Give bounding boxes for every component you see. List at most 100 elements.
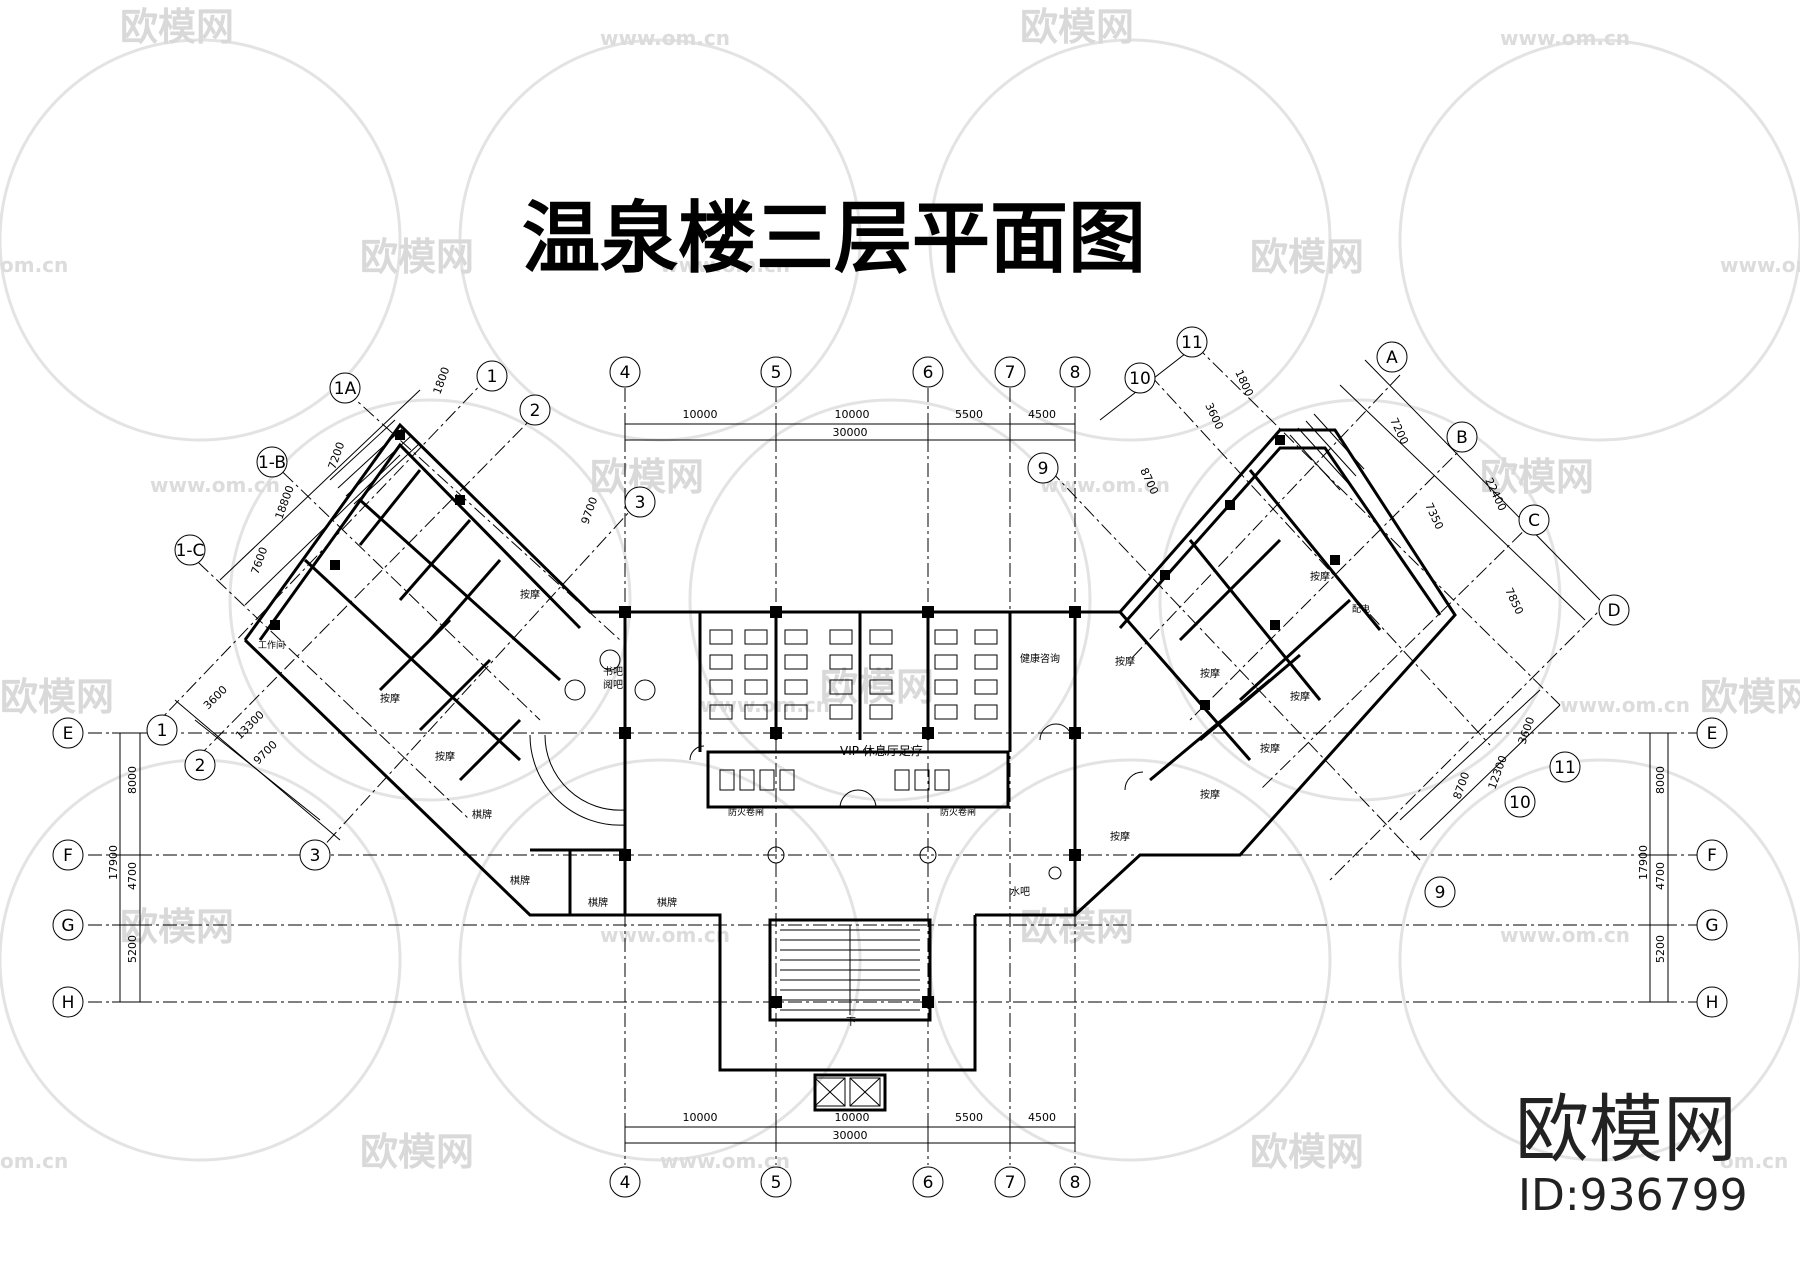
watermark-url: om.cn xyxy=(0,253,68,277)
room-label-chess: 棋牌 xyxy=(588,896,608,909)
watermark-brand: 欧模网 xyxy=(1700,675,1800,719)
axis-right-wing-3-bubble xyxy=(1376,341,1408,373)
watermark-url: www.om.cn xyxy=(1040,473,1170,497)
axis-left-F-label: F xyxy=(63,846,73,866)
dim-top-segment: 5500 xyxy=(955,408,983,421)
axis-bottom-8-bubble xyxy=(1059,1166,1091,1198)
room-label-massage: 按摩 xyxy=(1110,830,1130,843)
room-label-chess: 棋牌 xyxy=(510,874,530,887)
room-label-massage: 按摩 xyxy=(1200,667,1220,680)
axis-top-4-bubble xyxy=(609,356,641,388)
axis-left-wing-8-bubble xyxy=(299,839,331,871)
room-label-fire-left: 防火卷闸 xyxy=(728,806,764,818)
dim-left-vertical: 5200 xyxy=(126,935,139,963)
axis-left-wing-4-label: 2 xyxy=(530,401,541,421)
room-label-chess: 棋牌 xyxy=(657,896,677,909)
axis-left-wing-3-bubble xyxy=(476,360,508,392)
axis-left-wing-6-bubble xyxy=(146,714,178,746)
axis-top-4-label: 4 xyxy=(620,363,631,383)
axis-right-wing-3-label: A xyxy=(1386,348,1398,368)
watermark-brand: 欧模网 xyxy=(1250,1130,1364,1174)
room-label-massage: 按摩 xyxy=(1115,655,1135,668)
axis-left-wing-5-label: 3 xyxy=(635,493,646,513)
axis-bottom-7-bubble xyxy=(994,1166,1026,1198)
dim-right-wing-top: 7850 xyxy=(1502,586,1526,617)
axis-top-8-bubble xyxy=(1059,356,1091,388)
room-label-fire-right: 防火卷闸 xyxy=(940,806,976,818)
watermark-brand: 欧模网 xyxy=(120,5,234,49)
watermark-brand: 欧模网 xyxy=(360,1130,474,1174)
dim-right-total: 17900 xyxy=(1637,845,1650,880)
axis-top-6-label: 6 xyxy=(923,363,934,383)
dim-right-wing-top: 7200 xyxy=(1387,416,1411,447)
axis-right-wing-1-bubble xyxy=(1124,362,1156,394)
dim-bottom-segment: 4500 xyxy=(1028,1111,1056,1124)
axis-right-E-label: E xyxy=(1707,724,1718,744)
axis-right-F-label: F xyxy=(1707,846,1717,866)
axis-left-wing-0-label: 1A xyxy=(334,379,357,399)
room-label-water-bar: 水吧 xyxy=(1010,886,1030,898)
watermark-brand: 欧模网 xyxy=(0,675,114,719)
watermark-url: om.cn xyxy=(0,1149,68,1173)
room-label-massage: 按摩 xyxy=(1260,742,1280,755)
axis-left-wing-1-label: 1-B xyxy=(258,453,286,473)
axis-right-wing-8-bubble xyxy=(1504,786,1536,818)
axis-top-6-bubble xyxy=(912,356,944,388)
axis-left-wing-7-bubble xyxy=(184,749,216,781)
axis-bottom-8-label: 8 xyxy=(1070,1173,1081,1193)
logo-brand: 欧模网 xyxy=(1515,1087,1737,1173)
axis-right-wing-5-label: C xyxy=(1528,511,1540,531)
axis-top-5-bubble xyxy=(760,356,792,388)
axis-right-wing-6-label: D xyxy=(1607,601,1620,621)
watermark-brand: 欧模网 xyxy=(1250,235,1364,279)
axis-left-wing-8-label: 3 xyxy=(310,846,321,866)
axis-right-wing-9-label: 9 xyxy=(1435,883,1446,903)
watermark-layer: 欧模网欧模网欧模网欧模网欧模网欧模网欧模网欧模网欧模网欧模网欧模网欧模网欧模网w… xyxy=(0,5,1800,1174)
axis-left-wing-3-label: 1 xyxy=(487,367,498,387)
dim-left-wing-top: 9700 xyxy=(579,495,601,526)
axis-right-wing-1-label: 10 xyxy=(1129,369,1151,389)
axis-top-5-label: 5 xyxy=(771,363,782,383)
room-label-vip: VIP 休息厅足疗 xyxy=(840,743,923,758)
watermark-url: www.om.cn xyxy=(1720,253,1800,277)
axis-top-7-bubble xyxy=(994,356,1026,388)
room-label-down: 下 xyxy=(846,1017,856,1028)
dim-top-segment: 10000 xyxy=(683,408,718,421)
room-label-bar: 书吧 xyxy=(603,666,623,678)
axis-right-wing-8-label: 10 xyxy=(1509,793,1531,813)
axis-left-H-label: H xyxy=(62,993,75,1013)
axis-bottom-4-bubble xyxy=(609,1166,641,1198)
axis-left-wing-1-bubble xyxy=(256,446,288,478)
axis-right-wing-2-bubble xyxy=(1027,452,1059,484)
room-label-health: 健康咨询 xyxy=(1020,652,1060,665)
axis-left-F-bubble xyxy=(52,839,84,871)
dim-right-wing-top: 1800 xyxy=(1232,368,1256,399)
plan-title: 温泉楼三层平面图 xyxy=(522,194,1146,284)
dim-top-total: 30000 xyxy=(833,426,868,439)
axis-left-E-label: E xyxy=(63,724,74,744)
axis-right-H-label: H xyxy=(1706,993,1719,1013)
axis-right-F-bubble xyxy=(1696,839,1728,871)
axis-right-wing-0-label: 11 xyxy=(1181,333,1203,353)
dim-left-wing-bottom: 9700 xyxy=(251,738,280,767)
axis-right-wing-4-label: B xyxy=(1456,428,1468,448)
room-label-massage: 按摩 xyxy=(520,588,540,601)
axis-left-wing-7-label: 2 xyxy=(195,756,206,776)
dim-right-wing-bottom: 12300 xyxy=(1486,754,1510,791)
axis-left-wing-4-bubble xyxy=(519,394,551,426)
dim-left-total: 17900 xyxy=(107,845,120,880)
dim-left-wing-bottom: 3600 xyxy=(201,683,230,712)
watermark-url: www.om.cn xyxy=(150,473,280,497)
room-label-massage: 按摩 xyxy=(380,692,400,705)
axis-bottom-4-label: 4 xyxy=(620,1173,631,1193)
dim-top-segment: 4500 xyxy=(1028,408,1056,421)
axis-right-wing-5-bubble xyxy=(1518,504,1550,536)
axis-bottom-7-label: 7 xyxy=(1005,1173,1016,1193)
room-label-power: 配电 xyxy=(1352,603,1370,615)
dim-bottom-segment: 5500 xyxy=(955,1111,983,1124)
dim-right-wing-bottom: 8700 xyxy=(1451,770,1473,801)
dim-bottom-segment: 10000 xyxy=(683,1111,718,1124)
watermark-brand: 欧模网 xyxy=(360,235,474,279)
axis-left-wing-6-label: 1 xyxy=(157,721,168,741)
room-label-workroom: 工作间 xyxy=(258,639,285,651)
